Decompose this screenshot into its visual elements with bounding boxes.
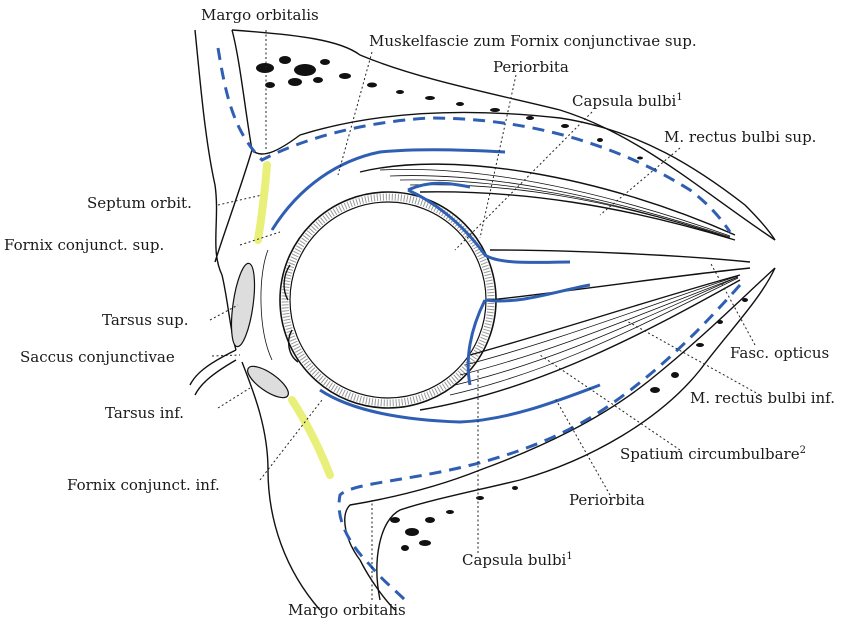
optic-nerve <box>490 250 750 300</box>
label-capsula-bulbi-bottom: Capsula bulbi1 <box>462 551 573 569</box>
label-periorbita-bottom: Periorbita <box>569 491 645 509</box>
capsula-top-superscript: 1 <box>676 92 682 103</box>
label-tarsus-sup: Tarsus sup. <box>102 311 189 329</box>
label-septum: Septum orbit. <box>87 194 192 212</box>
septum-upper <box>258 165 267 240</box>
label-capsula-bulbi-top: Capsula bulbi1 <box>572 92 683 110</box>
label-fornix-inf: Fornix conjunct. inf. <box>67 476 220 494</box>
label-margo-orbitalis-top: Margo orbitalis <box>201 6 319 24</box>
capsula-bottom-superscript: 1 <box>566 551 572 562</box>
capsula-top-text: Capsula bulbi <box>572 92 677 110</box>
label-fasc-opticus: Fasc. opticus <box>730 344 829 362</box>
spatium-superscript: 2 <box>800 445 806 456</box>
tarsus-sup-shape <box>227 262 258 348</box>
label-muskelfascie: Muskelfascie zum Fornix conjunctivae sup… <box>369 32 697 50</box>
tarsus-inf-shape <box>243 361 293 403</box>
label-saccus: Saccus conjunctivae <box>20 348 175 366</box>
label-rectus-sup: M. rectus bulbi sup. <box>664 128 816 146</box>
capsula-bottom-text: Capsula bulbi <box>462 551 567 569</box>
label-spatium: Spatium circumbulbare2 <box>620 445 806 463</box>
label-fornix-sup: Fornix conjunct. sup. <box>4 236 164 254</box>
label-tarsus-inf: Tarsus inf. <box>105 404 184 422</box>
label-margo-orbitalis-bottom: Margo orbitalis <box>288 601 406 619</box>
septum-lower <box>292 400 330 475</box>
spatium-text: Spatium circumbulbare <box>620 445 800 463</box>
periorbita-upper <box>218 48 730 232</box>
label-rectus-inf: M. rectus bulbi inf. <box>690 389 835 407</box>
label-periorbita-top: Periorbita <box>493 58 569 76</box>
